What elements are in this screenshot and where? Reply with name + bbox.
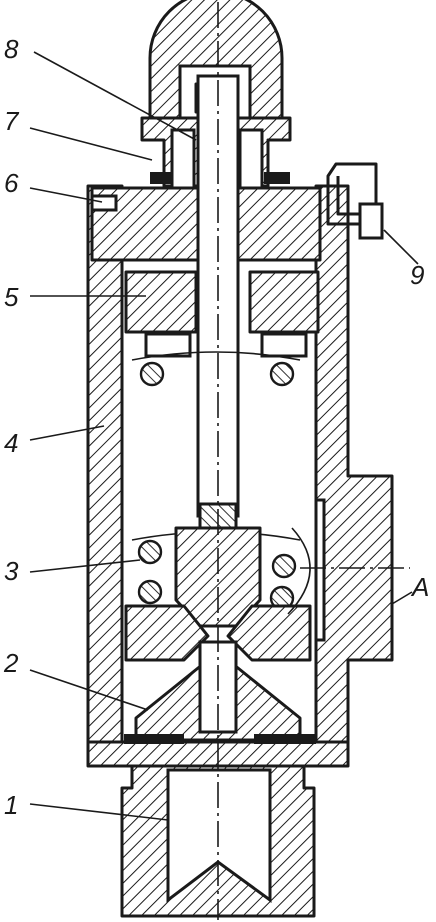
label-2: 2	[3, 648, 19, 678]
label-9: 9	[410, 260, 424, 290]
part-labels: 8 7 6 5 4 3 2 1 9 A	[3, 34, 429, 820]
label-A: A	[410, 572, 429, 602]
label-1: 1	[4, 790, 18, 820]
leader-lines	[29, 51, 419, 821]
disc-holder	[124, 526, 312, 662]
label-6: 6	[4, 168, 19, 198]
spring-coils	[131, 351, 301, 611]
label-8: 8	[4, 34, 19, 64]
label-3: 3	[4, 556, 19, 586]
upper-spring-seat	[124, 270, 320, 358]
outlet-bore	[287, 498, 326, 642]
label-7: 7	[4, 106, 20, 136]
label-5: 5	[4, 282, 19, 312]
seal-wire	[326, 162, 384, 240]
label-4: 4	[4, 428, 18, 458]
gland-bushing	[140, 116, 292, 190]
